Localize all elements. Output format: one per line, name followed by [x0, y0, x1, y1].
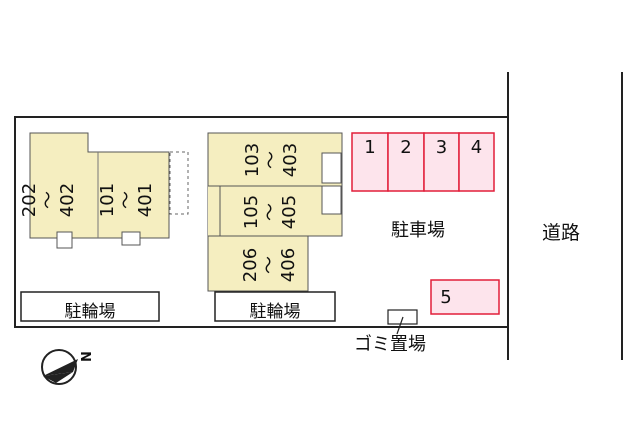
entrance-notch-202 [56, 231, 73, 249]
building-label-103-403: 103 〜 403 [242, 142, 301, 178]
parking-slot-4: 4 [470, 137, 483, 158]
building-label-105-405: 105 〜 405 [241, 194, 300, 230]
building-206 [207, 235, 309, 292]
building-105 [207, 185, 343, 237]
parking-slot-1-frame [351, 132, 389, 192]
parking-slot-5: 5 [440, 287, 452, 308]
parking-slot-2: 2 [400, 137, 412, 158]
north-marker-label: N [79, 351, 95, 362]
building-label-101-401: 101 〜 401 [97, 182, 156, 218]
building-label-206-406: 206 〜 406 [240, 247, 299, 283]
north-arrow-icon [41, 349, 78, 385]
parking-label: 駐車場 [391, 220, 445, 241]
balcony-dotted [169, 151, 189, 215]
bicycle-parking-left-label: 駐輪場 [64, 302, 116, 322]
parking-slot-4-frame [458, 132, 495, 192]
parking-slot-5-frame [430, 279, 500, 315]
side-box-1 [321, 152, 342, 184]
parking-slot-3-frame [423, 132, 460, 192]
building-notch [208, 185, 221, 237]
road-label: 道路 [542, 222, 581, 244]
bicycle-parking-right-label: 駐輪場 [249, 302, 301, 322]
parking-slot-3: 3 [435, 137, 448, 158]
bicycle-parking-right-frame [214, 291, 336, 322]
side-box-2 [321, 185, 342, 215]
building-left-outline [29, 132, 170, 239]
garbage-area-label: ゴミ置場 [354, 334, 426, 355]
parking-slot-1: 1 [364, 137, 376, 158]
garbage-leader-line [396, 316, 404, 335]
entrance-notch-101 [121, 231, 141, 246]
building-label-202-402: 202 〜 402 [19, 182, 78, 218]
bicycle-parking-left-frame [20, 291, 160, 322]
building-103 [207, 132, 343, 187]
